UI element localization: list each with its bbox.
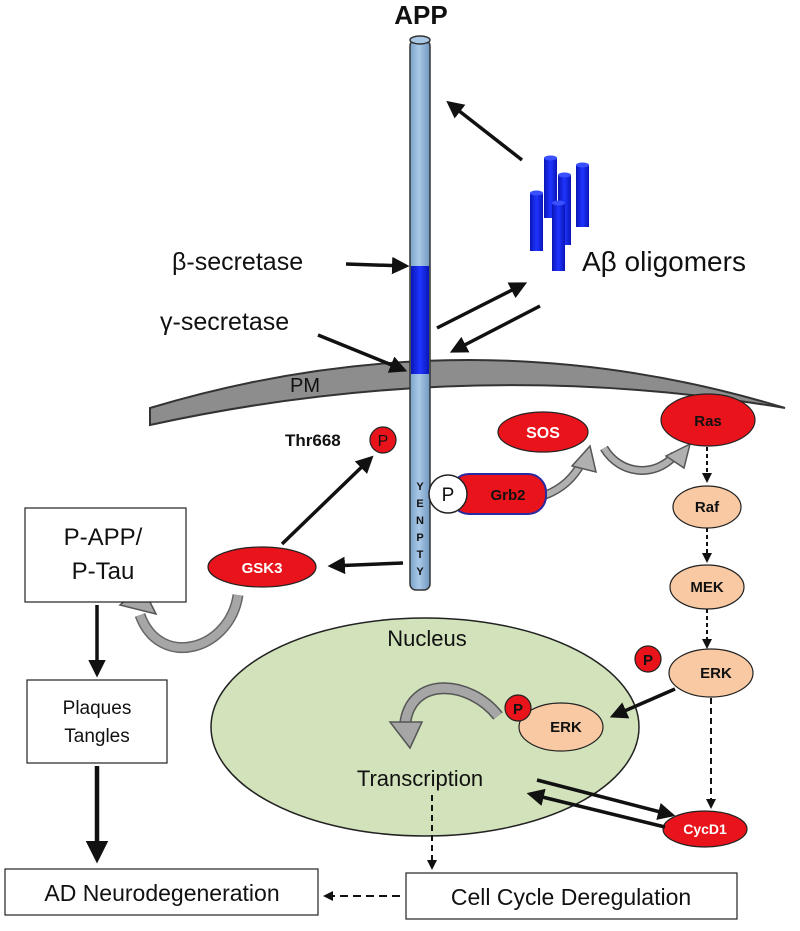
ras-label: Ras (694, 413, 722, 430)
yenpty-letter: Y (416, 481, 424, 493)
cell-cycle-box (405, 872, 738, 920)
abeta-domain (411, 266, 429, 374)
cell-cycle-label: Cell Cycle Deregulation (451, 884, 691, 910)
nucleus (210, 617, 640, 837)
mek-label: MEK (690, 579, 724, 596)
oligomer-to-app-arrow (446, 100, 524, 162)
app-to-oligomer-arrow (436, 282, 528, 330)
gsk3-label: GSK3 (242, 560, 283, 577)
raf-label: Raf (695, 499, 720, 516)
erk-nucleus-node (518, 702, 604, 752)
erk-to-transcription-arrowhead (388, 721, 424, 750)
erk-nucleus-label: ERK (550, 719, 582, 736)
tangles-label: Tangles (64, 726, 130, 747)
plasma-membrane (149, 359, 786, 427)
gamma-secretase-label: γ-secretase (160, 308, 289, 336)
cycd1-label: CycD1 (683, 821, 727, 837)
grb2-phospho (428, 474, 468, 514)
p-app-tau-box (24, 507, 187, 603)
gsk3-node (207, 546, 317, 588)
erk-nucleus-p-label: P (513, 701, 523, 718)
grb2-to-sos-arrowhead (570, 444, 598, 474)
cycd1-node (662, 810, 748, 848)
erk-p-label: P (643, 652, 653, 669)
cycd1-to-transcription-arrow (526, 788, 666, 829)
sos-node (497, 411, 589, 453)
grb2-p-label: P (442, 485, 455, 506)
transcription-to-cycd1-arrow (536, 778, 676, 820)
thr668-p-label: P (378, 433, 389, 450)
yenpty-letter: N (416, 515, 424, 527)
grb2-label: Grb2 (490, 487, 525, 504)
app-receptor-top (409, 35, 431, 45)
oligomer-to-app-return-arrow (449, 304, 541, 353)
beta-secretase-label: β-secretase (172, 248, 303, 276)
erk-translocation-arrow (609, 687, 676, 719)
sos-to-ras-arrowhead (664, 442, 692, 470)
ad-neurodegeneration-box (4, 868, 319, 916)
erk-label: ERK (700, 665, 732, 682)
thr668-phospho (369, 426, 397, 454)
abeta-oligomers-icon (530, 155, 589, 271)
ad-neurodegeneration-label: AD Neurodegeneration (44, 880, 279, 906)
sos-label: SOS (526, 425, 560, 442)
erk-phospho (634, 645, 662, 673)
thr668-label: Thr668 (285, 431, 341, 450)
gamma-secretase-arrow (317, 333, 408, 373)
nucleus-label: Nucleus (387, 626, 466, 651)
yenpty-letter: E (416, 498, 423, 510)
p-app-label: P-APP/ (64, 524, 143, 551)
pm-label: PM (290, 375, 320, 397)
transcription-label: Transcription (357, 766, 483, 791)
abeta-oligomers-label: Aβ oligomers (582, 246, 746, 277)
beta-secretase-arrow (345, 256, 410, 275)
yenpty-letter: P (416, 532, 423, 544)
yenpty-letter: Y (416, 566, 424, 578)
erk-node (668, 648, 754, 698)
ras-node (660, 393, 756, 447)
app-title: APP (394, 0, 447, 30)
plaques-label: Plaques (63, 698, 132, 719)
svg-text:P-Tau: P-Tau (72, 558, 135, 585)
yenpty-letter: T (417, 549, 424, 561)
gsk3-to-thr668-arrow (280, 455, 374, 546)
plaques-tangles-box (26, 679, 168, 764)
app-to-gsk3-arrow (327, 556, 404, 575)
erk-nucleus-phospho (504, 694, 532, 722)
